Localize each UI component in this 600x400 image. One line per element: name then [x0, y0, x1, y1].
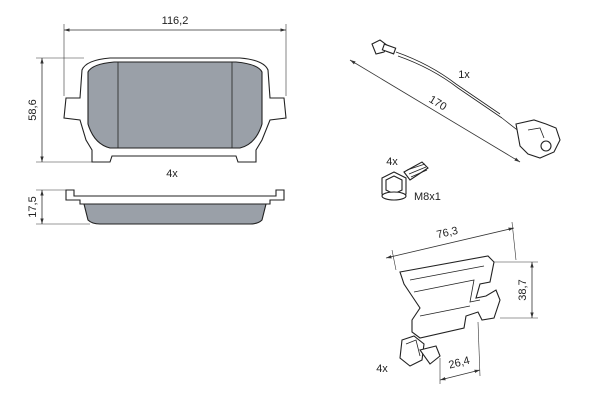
- bolt: [381, 161, 429, 201]
- wear-sensor-quantity-label: 1x: [458, 69, 470, 81]
- pad-height-label: 58,6: [27, 99, 39, 120]
- pad-width-label: 116,2: [162, 15, 189, 27]
- wear-sensor: [371, 39, 561, 159]
- pad-height-dimension: 58,6: [27, 57, 92, 163]
- spring-clip-width-label: 26,4: [447, 355, 471, 372]
- spring-clip-height-dimension: 38,7: [494, 261, 538, 319]
- spring-clip-height-label: 38,7: [517, 279, 529, 300]
- brake-pad-side-view: [65, 189, 285, 225]
- pad-thickness-label: 17,5: [27, 196, 39, 217]
- wear-sensor-length-label: 170: [427, 94, 449, 114]
- spring-clip: [399, 255, 501, 367]
- spring-clip-quantity-label: 4x: [376, 363, 388, 375]
- brake-pad-front-view: [63, 57, 287, 163]
- spring-clip-length-dimension: 76,3: [385, 221, 517, 271]
- spring-clip-width-dimension: 26,4: [439, 321, 481, 384]
- pad-width-dimension: 116,2: [63, 15, 287, 96]
- pad-quantity-label: 4x: [166, 168, 178, 180]
- bolt-thread-label: M8x1: [414, 191, 441, 203]
- spring-clip-length-label: 76,3: [436, 225, 460, 242]
- bolt-quantity-label: 4x: [386, 156, 398, 168]
- wear-sensor-length-dimension: 170: [349, 59, 521, 163]
- pad-thickness-dimension: 17,5: [27, 189, 90, 225]
